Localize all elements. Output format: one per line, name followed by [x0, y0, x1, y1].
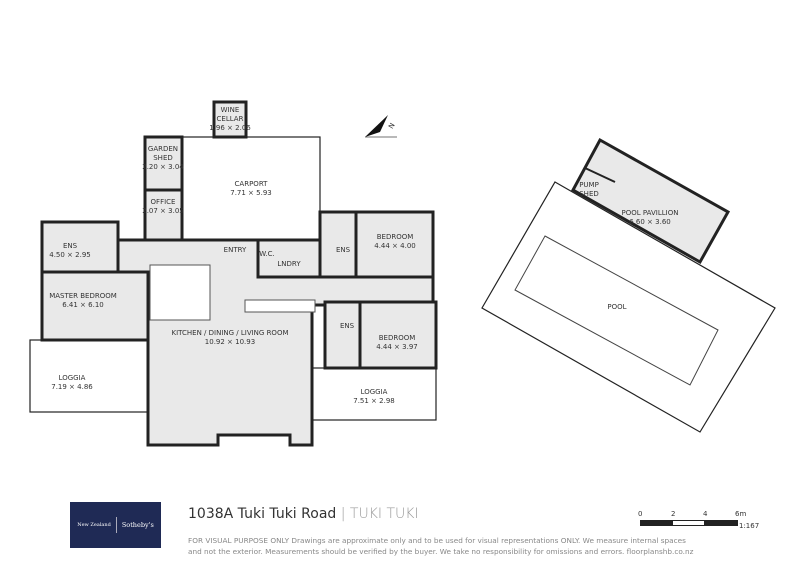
room-dimensions: 2.07 × 3.05	[142, 207, 184, 215]
disclaimer-line-1: FOR VISUAL PURPOSE ONLY Drawings are app…	[188, 536, 686, 545]
room-dimensions: 2.20 × 3.04	[142, 163, 184, 171]
room-label: LOGGIA	[361, 388, 388, 396]
room-dimensions: 7.19 × 4.86	[51, 383, 93, 391]
room-label: SHED	[153, 154, 173, 162]
room-label: W.C.	[259, 250, 274, 258]
room-label: PUMP	[579, 181, 599, 189]
room-label: ENS	[340, 322, 355, 330]
room-label: ENS	[336, 246, 351, 254]
room-dimensions: 7.71 × 5.93	[230, 189, 272, 197]
room-label: GARDEN	[148, 145, 178, 153]
suburb: TUKI TUKI	[349, 506, 419, 522]
logo-divider	[115, 517, 117, 533]
logo-brand: Sotheby's	[121, 521, 154, 529]
room-label: POOL	[607, 303, 626, 311]
pool-pavillion-room	[570, 137, 731, 265]
property-title: 1038A Tuki Tuki Road | TUKI TUKI	[188, 506, 419, 522]
room-label: SHED	[579, 190, 599, 198]
logo-region: New Zealand	[77, 522, 111, 528]
room-label: CELLAR	[217, 115, 244, 123]
svg-text:N: N	[387, 122, 397, 131]
room-label: POOL PAVILLION	[622, 209, 679, 217]
room-label: WINE	[221, 106, 240, 114]
room-label: LNDRY	[277, 260, 301, 268]
room-dimensions: 6.41 × 6.10	[62, 301, 104, 309]
room-label: BEDROOM	[377, 233, 414, 241]
scale-tick: 6m	[735, 510, 747, 518]
scale-tick: 2	[671, 510, 676, 518]
master-bedroom-room	[40, 270, 150, 342]
north-arrow-icon: N	[365, 115, 397, 138]
ensuite-bed2-room	[318, 210, 358, 279]
room-dimensions: 4.50 × 2.95	[49, 251, 91, 259]
scale-ratio: 1:167	[739, 522, 760, 530]
room-label: ENS	[63, 242, 78, 250]
loggia-right-area	[311, 367, 437, 421]
room-label: OFFICE	[151, 198, 176, 206]
bedroom-2-room	[354, 210, 435, 279]
room-label: ENTRY	[224, 246, 247, 254]
carport-area	[181, 136, 321, 241]
kitchen-bench	[149, 264, 211, 321]
pump-shed-wall	[584, 167, 616, 183]
room-dimensions: 4.44 × 3.97	[376, 343, 418, 351]
wc-laundry-room	[256, 238, 322, 279]
scale-bar: 0 2 4 6m 1:167	[638, 510, 759, 540]
room-label: LOGGIA	[59, 374, 86, 382]
room-dimensions: 4.44 × 4.00	[374, 242, 416, 250]
scale-tick: 4	[703, 510, 708, 518]
room-dimensions: 7.51 × 2.98	[353, 397, 395, 405]
room-label: MASTER BEDROOM	[49, 292, 117, 300]
room-label: CARPORT	[235, 180, 269, 188]
scale-tick: 0	[638, 510, 643, 518]
room-label: BEDROOM	[379, 334, 416, 342]
room-dimensions: 10.92 × 10.93	[205, 338, 255, 346]
room-dimensions: 1.96 × 2.06	[209, 124, 251, 132]
ensuite-master-room	[40, 220, 120, 274]
garden-shed-room	[143, 135, 184, 192]
pool-water	[514, 235, 719, 386]
room-label: KITCHEN / DINING / LIVING ROOM	[172, 329, 289, 337]
room-dimensions: 6.60 × 3.60	[629, 218, 671, 226]
loggia-left-area	[29, 339, 149, 413]
sothebys-logo: New Zealand Sotheby's	[70, 502, 161, 548]
kitchen-counter	[244, 299, 316, 313]
address: 1038A Tuki Tuki Road	[188, 506, 337, 522]
title-separator: |	[340, 506, 346, 522]
disclaimer: FOR VISUAL PURPOSE ONLY Drawings are app…	[188, 535, 768, 557]
disclaimer-line-2: and not the exterior. Measurements shoul…	[188, 547, 694, 556]
bedroom-3-room	[358, 300, 438, 370]
wine-cellar-room	[212, 100, 248, 139]
ensuite-bed3-room	[323, 300, 362, 370]
